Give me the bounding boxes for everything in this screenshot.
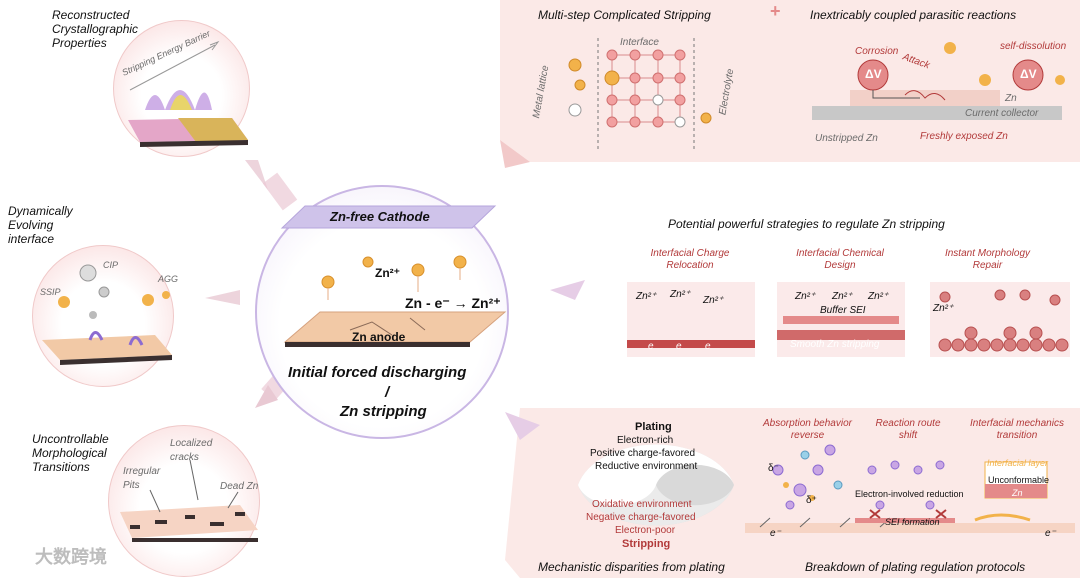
stripping-s3: Electron-poor [615, 525, 676, 536]
morph-title: Uncontrollable Morphological Transitions [32, 432, 109, 474]
zn2-c: Zn²⁺ [703, 295, 724, 306]
e-minus-right: e⁻ [1045, 528, 1056, 539]
zn-small-label: Zn [1012, 488, 1023, 498]
deadzn-label: Dead Zn [220, 481, 259, 492]
watermark: 大数跨境 [35, 547, 107, 567]
e-b: e [676, 341, 682, 352]
strategy-chemical: Interfacial Chemical Design [796, 248, 884, 271]
dv-right-label: ΔV [1020, 67, 1037, 81]
anode-label: Zn anode [352, 330, 406, 344]
delta-minus: δ⁻ [768, 463, 779, 474]
interface-title: Dynamically Evolving interface [8, 204, 73, 246]
slash-label: / [385, 384, 390, 401]
zn2-d: Zn²⁺ [795, 291, 816, 302]
buffer-sei-label: Buffer SEI [820, 305, 866, 316]
fresh-zn-label: Freshly exposed Zn [920, 131, 1008, 142]
ssip-label: SSIP [40, 287, 61, 297]
zn2-b: Zn²⁺ [670, 289, 691, 300]
stripping-s2: Negative charge-favored [586, 512, 696, 523]
plating-label: Plating [635, 421, 672, 433]
parasitic-title: Inextricably coupled parasitic reactions [810, 8, 1017, 22]
electron-reduction-label: Electron-involved reduction [855, 489, 964, 499]
smooth-label: Smooth Zn stripping [790, 339, 880, 350]
breakdown-title: Breakdown of plating regulation protocol… [805, 560, 1026, 574]
sei-label: SEI formation [885, 517, 940, 527]
plating-p2: Positive charge-favored [590, 448, 696, 459]
zn2-e: Zn²⁺ [832, 291, 853, 302]
forced-discharge-label: Initial forced discharging [288, 364, 467, 381]
agg-label: AGG [158, 274, 179, 284]
plus-sign: + [770, 1, 781, 21]
zn2-label: Zn²⁺ [375, 266, 400, 280]
strategy-morphology: Instant Morphology Repair [944, 248, 1031, 271]
strategy-charge: Interfacial Charge Relocation [650, 248, 730, 271]
dv-left-label: ΔV [865, 67, 882, 81]
absorption-label: Absorption behavior reverse [763, 418, 852, 441]
zn2-g: Zn²⁺ [933, 303, 954, 314]
unstripped-label: Unstripped Zn [815, 133, 878, 144]
stripping-s1: Oxidative environment [592, 499, 692, 510]
crystal-title: Reconstructed Crystallographic Propertie… [52, 8, 139, 50]
plating-p1: Electron-rich [617, 435, 674, 446]
interface-circle [32, 245, 174, 387]
interface-label: Interface [620, 37, 659, 48]
corrosion-label: Corrosion [855, 46, 899, 57]
stripping-label: Stripping [622, 538, 671, 550]
interfacial-layer-label: Interfacial layer [987, 458, 1049, 468]
self-dissolution-label: self-dissolution [1000, 41, 1067, 52]
cathode-label: Zn-free Cathode [330, 209, 430, 224]
stripping-title: Multi-step Complicated Stripping [538, 8, 711, 22]
e-minus-left: e⁻ [770, 528, 781, 539]
cracks-label: Localized cracks [170, 438, 213, 463]
current-collector-label: Current collector [965, 108, 1039, 119]
plating-p3: Reductive environment [595, 461, 698, 472]
e-c: e [705, 341, 711, 352]
zn2-f: Zn²⁺ [868, 291, 889, 302]
delta-plus: δ⁺ [806, 495, 817, 506]
zn-label: Zn [1005, 93, 1017, 104]
mech-title: Mechanistic disparities from plating [538, 560, 725, 574]
unconformable-label: Unconformable [988, 475, 1050, 485]
strategies-title: Potential powerful strategies to regulat… [668, 217, 945, 231]
pits-label: Irregular Pits [123, 466, 161, 491]
e-a: e [648, 341, 654, 352]
zn-stripping-label: Zn stripping [340, 403, 427, 420]
morph-circle [108, 425, 260, 577]
cip-label: CIP [103, 260, 119, 270]
mechanics-label: Interfacial mechanics transition [970, 418, 1064, 441]
zn2-a: Zn²⁺ [636, 291, 657, 302]
reaction-label: Zn - e⁻ → Zn²⁺ [405, 295, 501, 311]
route-label: Reaction route shift [875, 418, 941, 441]
